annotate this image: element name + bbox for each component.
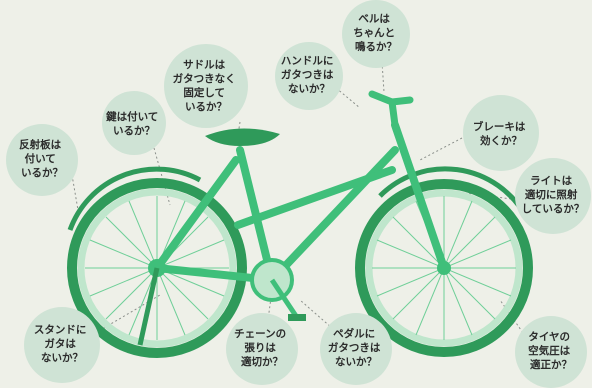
crank bbox=[269, 278, 299, 318]
callout-handlebar-text: ハンドルに ガタつきは ないか？ bbox=[281, 55, 337, 95]
callout-chain: チェーンの 張りは 適切か？ bbox=[226, 313, 298, 385]
leader-handlebar bbox=[335, 87, 361, 109]
callout-lock: 鍵は付いて いるか？ bbox=[102, 91, 166, 155]
callout-tire-text: タイヤの 空気圧は 適正か？ bbox=[528, 331, 574, 371]
rear-fender bbox=[67, 166, 202, 231]
saddle bbox=[205, 128, 280, 146]
callout-bell-text: ベルは ちゃんと 鳴るか？ bbox=[353, 13, 399, 53]
callout-brake: ブレーキは 効くか？ bbox=[463, 95, 539, 171]
callout-pedal-text: ペダルに ガタつきは ないか？ bbox=[328, 327, 384, 368]
leader-brake bbox=[419, 137, 463, 161]
callout-saddle: サドルは ガタつきなく 固定して いるか？ bbox=[164, 44, 248, 128]
callout-reflector-text: 反射板は 付いて いるか？ bbox=[19, 138, 65, 179]
callout-lock-text: 鍵は付いて いるか？ bbox=[106, 110, 162, 137]
pedal bbox=[288, 314, 306, 321]
callout-light: ライトは 適切に照射 しているか？ bbox=[515, 158, 591, 234]
callout-brake-text: ブレーキは 効くか？ bbox=[473, 120, 529, 147]
front-fender bbox=[378, 166, 528, 217]
callout-pedal: ペダルに ガタつきは ないか？ bbox=[320, 313, 392, 385]
callout-tire: タイヤの 空気圧は 適正か？ bbox=[515, 316, 587, 388]
callout-bell: ベルは ちゃんと 鳴るか？ bbox=[342, 0, 410, 68]
bicycle bbox=[67, 90, 533, 358]
leader-reflector bbox=[71, 174, 79, 211]
callout-stand-text: スタンドに ガタは ないか？ bbox=[34, 324, 90, 364]
callout-reflector: 反射板は 付いて いるか？ bbox=[6, 124, 78, 196]
callout-handlebar: ハンドルに ガタつきは ないか？ bbox=[275, 42, 343, 110]
handlebar bbox=[368, 90, 414, 129]
callout-stand: スタンドに ガタは ないか？ bbox=[24, 307, 100, 383]
kickstand bbox=[137, 267, 160, 346]
callout-light-text: ライトは 適切に照射 しているか？ bbox=[522, 175, 585, 215]
leader-lock bbox=[153, 147, 171, 206]
callout-saddle-text: サドルは ガタつきなく 固定して いるか？ bbox=[173, 59, 240, 113]
callout-chain-text: チェーンの 張りは 適切か？ bbox=[234, 328, 290, 368]
